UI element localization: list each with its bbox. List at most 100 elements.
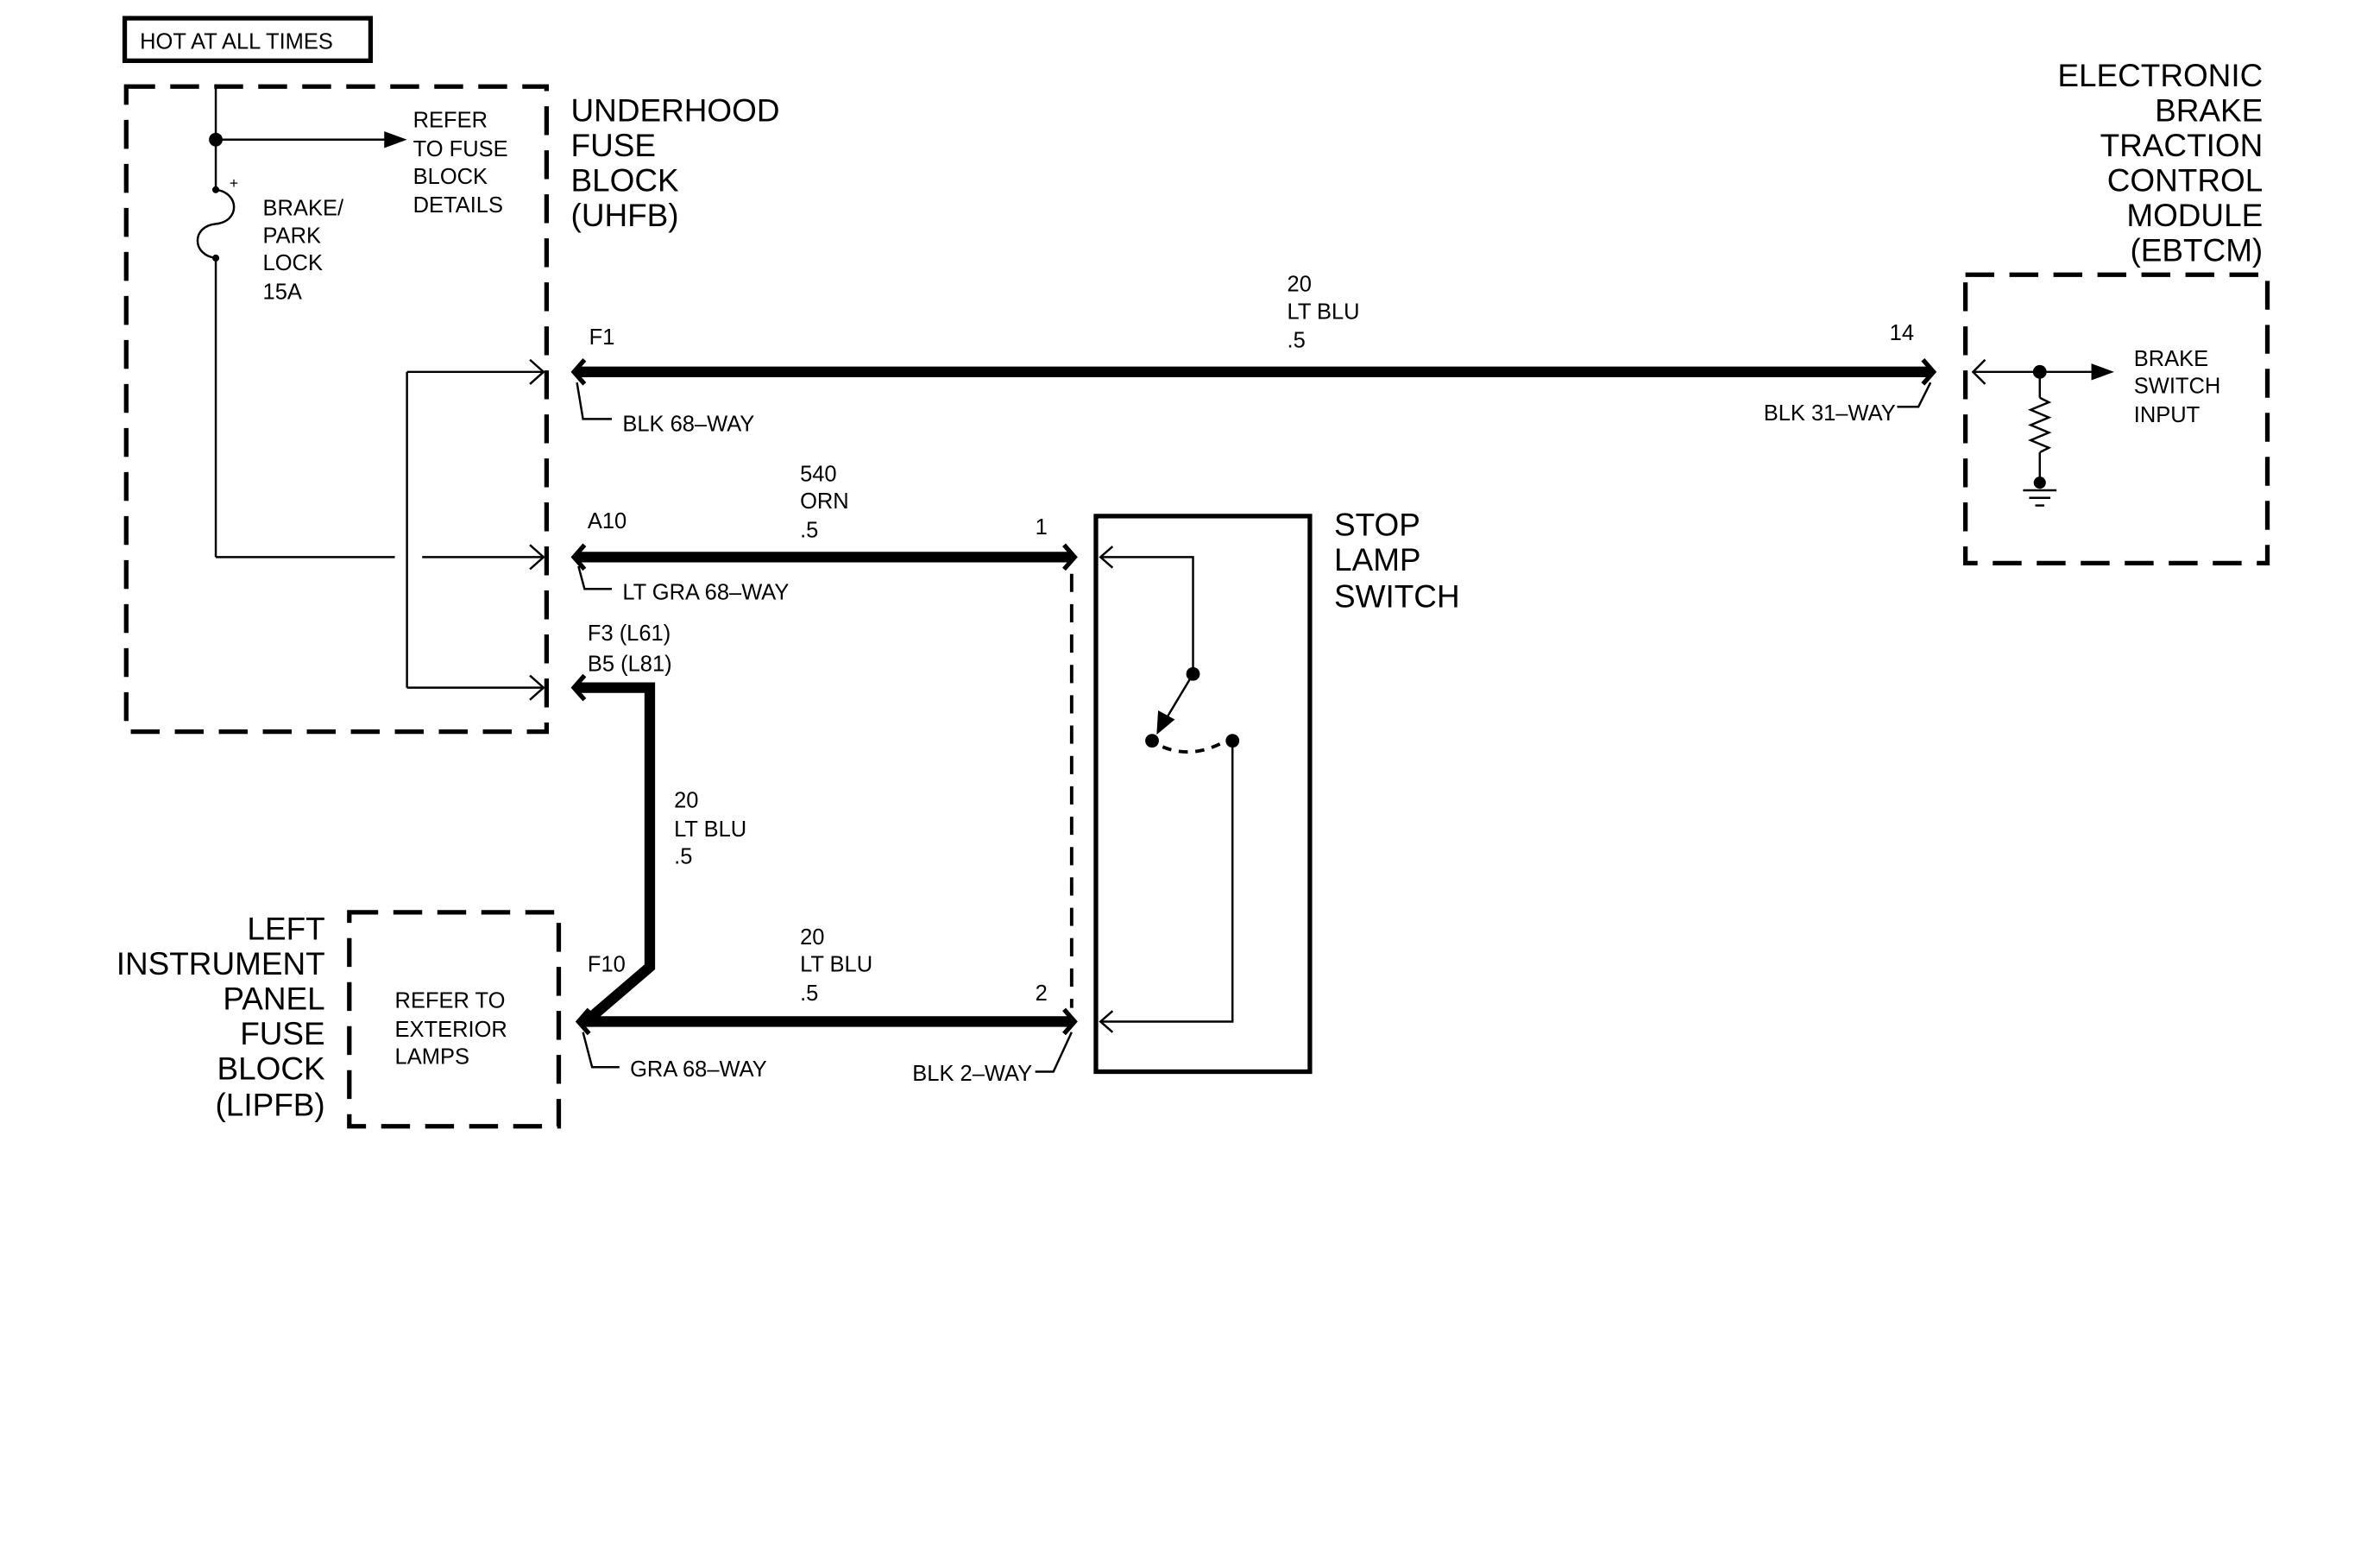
power-source-box <box>122 16 374 63</box>
uhfb-name-line: (UHFB) <box>571 198 679 233</box>
lipfb-name: LEFT INSTRUMENT PANEL FUSE BLOCK (LIPFB) <box>116 912 325 1123</box>
ebtcm-name-line: MODULE <box>2126 198 2263 233</box>
fuse-polarity-label: + <box>230 174 238 192</box>
terminal-arrow-icon <box>1099 1010 1114 1033</box>
fuse-label-line: 15A <box>263 280 302 304</box>
connector-label: BLK 31–WAY <box>1764 401 1896 426</box>
power-source-label: HOT AT ALL TIMES <box>140 29 333 54</box>
connector-terminal-icon <box>570 358 587 386</box>
refer-note-line: DETAILS <box>413 193 503 218</box>
uhfb-name-line: FUSE <box>571 128 656 163</box>
wire-color: LT BLU <box>1288 300 1360 324</box>
refer-note-line: TO FUSE <box>413 137 508 161</box>
ebtcm-name: ELECTRONIC BRAKE TRACTION CONTROL MODULE… <box>2057 58 2263 268</box>
lipfb-name-line: BLOCK <box>217 1051 326 1086</box>
connector-leader <box>1035 1032 1073 1073</box>
refer-arrowhead <box>384 131 407 148</box>
resistor-icon <box>2028 396 2052 454</box>
lipfb-name-line: LEFT <box>247 912 324 947</box>
wire-label: 20 LT BLU .5 <box>1288 273 1360 353</box>
wire-color: ORN <box>800 489 849 514</box>
connector-terminal-icon <box>570 673 587 702</box>
switch-name-line: SWITCH <box>1334 578 1460 614</box>
connector-label: GRA 68–WAY <box>630 1057 767 1082</box>
connector-label: BLK 2–WAY <box>912 1062 1032 1086</box>
connector-leader <box>576 382 613 420</box>
lipfb-box <box>347 910 562 1129</box>
wire-size: .5 <box>800 981 818 1006</box>
ebtcm-name-line: CONTROL <box>2107 163 2263 199</box>
connector-label: LT GRA 68–WAY <box>622 581 789 605</box>
lipfb-name-line: PANEL <box>223 981 324 1016</box>
circuit-number: 20 <box>674 789 698 813</box>
lipfb-name-line: FUSE <box>240 1016 324 1051</box>
fuse-label-line: LOCK <box>263 251 323 275</box>
lipfb-name-line: (LIPFB) <box>216 1087 325 1122</box>
connector-terminal-icon <box>1062 543 1078 571</box>
pin-label: 14 <box>1890 321 1914 345</box>
wire-label: 540 ORN .5 <box>800 462 849 542</box>
terminal-arrow-icon <box>529 674 545 701</box>
uhfb-box <box>123 84 550 735</box>
wire-size: .5 <box>674 845 692 869</box>
terminal-arrow-icon <box>529 358 545 385</box>
connector-terminal-icon <box>1062 1007 1078 1036</box>
wire-size: .5 <box>1288 329 1306 353</box>
pin-label: 2 <box>1036 981 1048 1006</box>
pin-label: A10 <box>588 509 626 533</box>
refer-note-line: EXTERIOR <box>395 1018 507 1042</box>
refer-note-line: REFER <box>413 109 488 133</box>
uhfb-name-line: BLOCK <box>571 163 680 199</box>
refer-note-line: LAMPS <box>395 1045 469 1070</box>
connector-leader <box>577 565 613 590</box>
ebtcm-input-label: BRAKE SWITCH INPUT <box>2134 347 2221 427</box>
wire-uhfb-to-lipfb <box>576 682 656 1026</box>
refer-note-line: REFER TO <box>395 989 506 1013</box>
ebtcm-name-line: (EBTCM) <box>2130 232 2263 268</box>
switch-linkage-icon <box>1162 741 1225 754</box>
lipfb-refer-note: REFER TO EXTERIOR LAMPS <box>395 989 507 1070</box>
connector-terminal-icon <box>575 1007 591 1036</box>
pin-label: F10 <box>588 952 626 976</box>
connector-terminal-icon <box>570 543 587 571</box>
input-label-line: INPUT <box>2134 403 2200 427</box>
connector-leader <box>1897 382 1932 408</box>
switch-blade-line <box>1164 673 1194 721</box>
stop-lamp-switch-name: STOP LAMP SWITCH <box>1334 508 1460 615</box>
fuse-label-line: BRAKE/ <box>263 197 344 221</box>
ebtcm-name-line: BRAKE <box>2155 93 2263 129</box>
circuit-number: 540 <box>800 462 837 486</box>
pin-label: F3 (L61) <box>588 622 671 646</box>
switch-output-line <box>1100 741 1234 1023</box>
wire-label: 20 LT BLU .5 <box>800 925 872 1006</box>
lipfb-name-line: INSTRUMENT <box>116 946 325 981</box>
circuit-number: 20 <box>1288 273 1312 297</box>
switch-name-line: STOP <box>1334 508 1420 543</box>
ebtcm-box <box>1962 272 2270 566</box>
ebtcm-name-line: ELECTRONIC <box>2057 58 2263 93</box>
switch-contact-dot <box>1145 734 1159 748</box>
wire-label: 20 LT BLU .5 <box>674 789 746 869</box>
fuse-terminal-dot <box>212 186 220 193</box>
refer-note-line: BLOCK <box>413 165 488 189</box>
switch-blade-arrowhead <box>1156 710 1175 735</box>
uhfb-refer-note: REFER TO FUSE BLOCK DETAILS <box>413 109 508 218</box>
pin-label: F1 <box>589 325 615 350</box>
pin-label: 1 <box>1036 515 1048 540</box>
pin-label: B5 (L81) <box>588 652 672 676</box>
wire-color: LT BLU <box>800 952 872 976</box>
input-label-line: BRAKE <box>2134 347 2208 371</box>
switch-input-line <box>1100 556 1194 674</box>
ground-dot <box>2033 476 2046 489</box>
input-label-line: SWITCH <box>2134 374 2221 398</box>
uhfb-name: UNDERHOOD FUSE BLOCK (UHFB) <box>571 93 780 233</box>
uhfb-name-line: UNDERHOOD <box>571 93 780 129</box>
input-arrowhead <box>2091 363 2114 381</box>
wire-size: .5 <box>800 519 818 543</box>
ground-icon <box>2023 489 2057 507</box>
connector-label: BLK 68–WAY <box>622 412 754 436</box>
fuse-symbol <box>196 188 236 260</box>
fuse-label: BRAKE/ PARK LOCK 15A <box>263 197 344 305</box>
connector-leader <box>582 1032 620 1069</box>
